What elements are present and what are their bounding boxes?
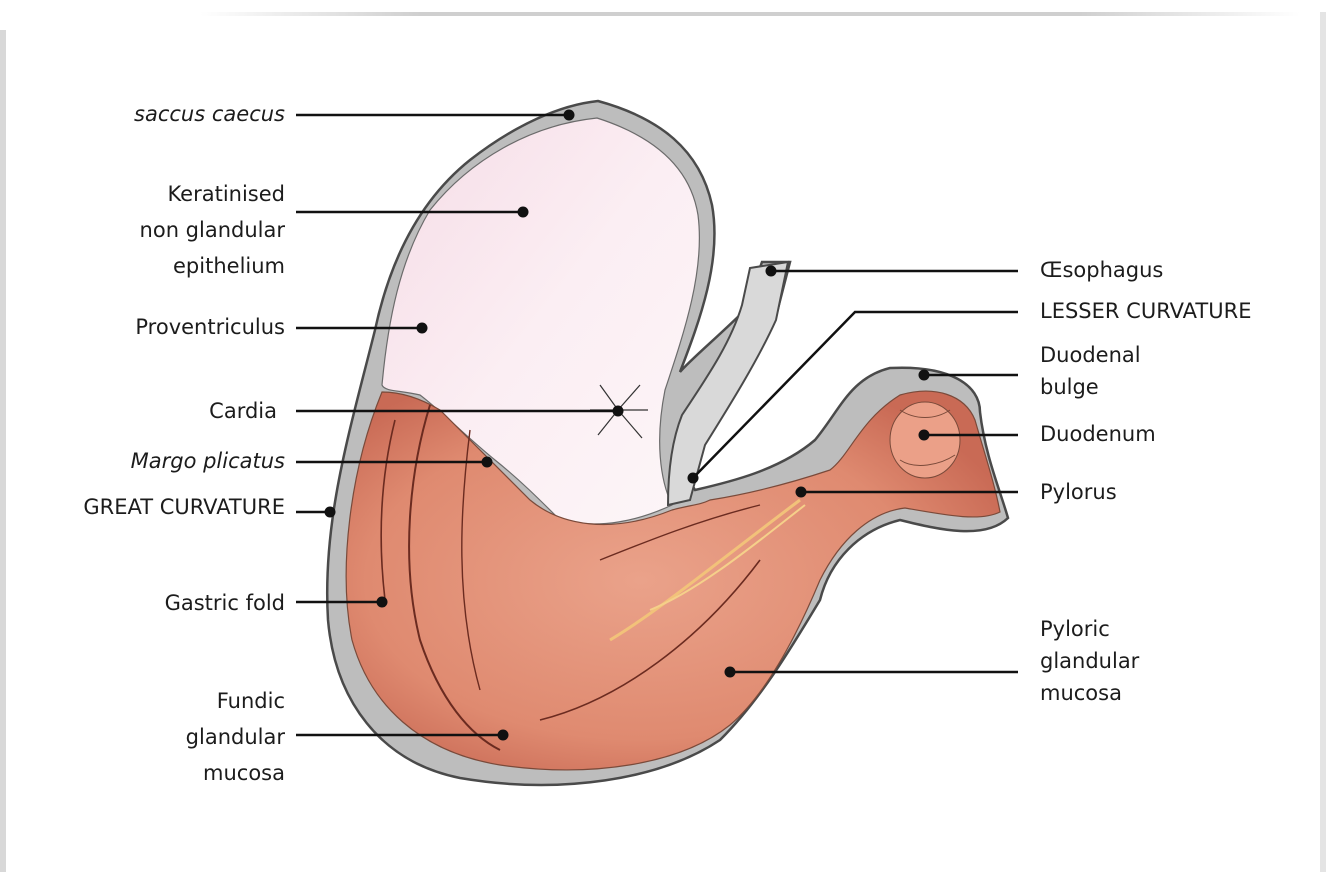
label-proventriculus: Proventriculus xyxy=(135,313,285,342)
label-saccus-caecus: saccus caecus xyxy=(134,100,285,129)
label-duodenal-bulge: Duodenal bulge xyxy=(1040,339,1141,403)
label-fundic-glandular-mucosa: Fundic glandular mucosa xyxy=(186,683,285,791)
frame-top-shadow xyxy=(200,12,1300,16)
label-oesophagus: Œsophagus xyxy=(1040,256,1163,285)
label-gastric-fold: Gastric fold xyxy=(165,589,285,618)
label-keratinised-epithelium: Keratinised non glandular epithelium xyxy=(140,176,285,284)
label-cardia: Cardia xyxy=(209,397,277,426)
frame-right-shadow xyxy=(1320,12,1326,872)
label-pylorus: Pylorus xyxy=(1040,478,1117,507)
label-pyloric-glandular-mucosa: Pyloric glandular mucosa xyxy=(1040,613,1139,709)
frame-left-shadow xyxy=(0,30,6,872)
label-great-curvature: GREAT CURVATURE xyxy=(83,493,285,522)
label-lesser-curvature: LESSER CURVATURE xyxy=(1040,297,1251,326)
label-margo-plicatus: Margo plicatus xyxy=(131,447,285,476)
label-duodenum: Duodenum xyxy=(1040,420,1156,449)
